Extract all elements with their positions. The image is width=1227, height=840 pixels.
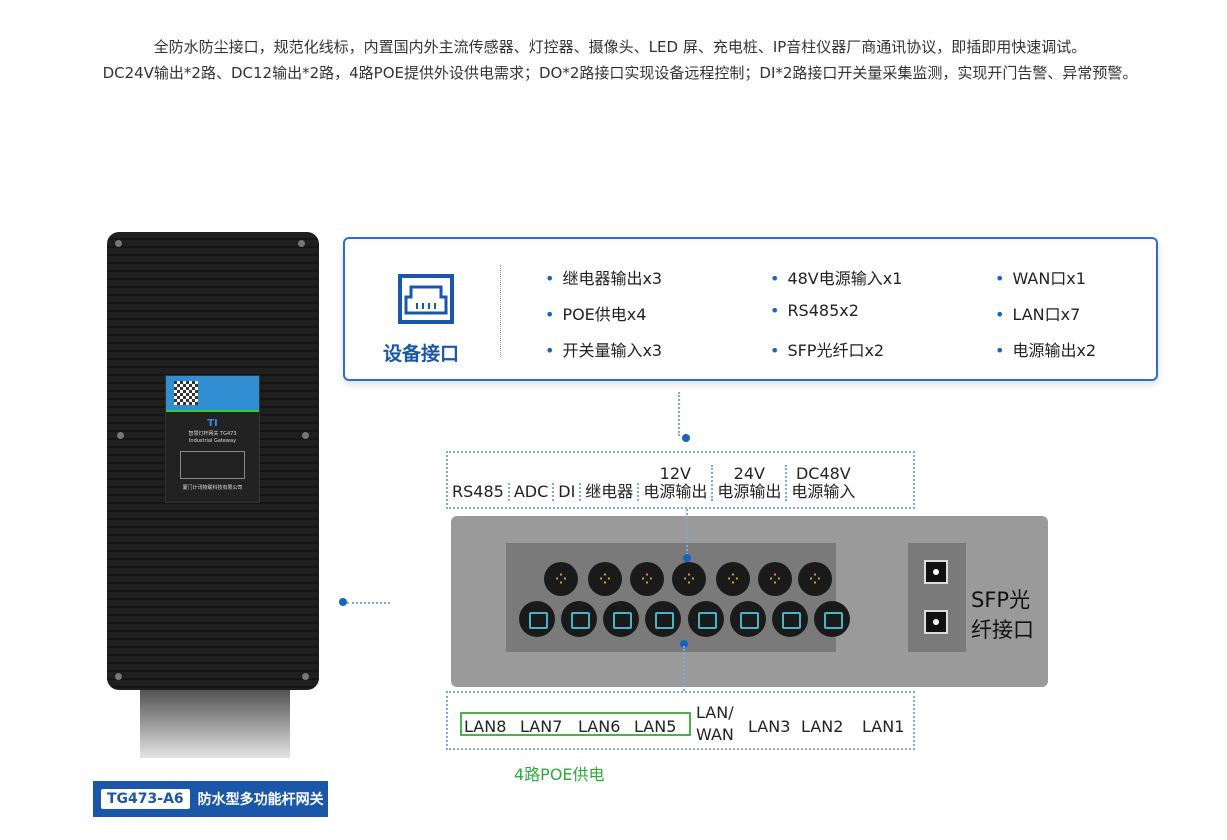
round-connector-icon — [758, 562, 792, 596]
screw-hole — [302, 432, 309, 439]
connector-dot — [682, 434, 690, 442]
qr-code-icon — [174, 381, 198, 405]
rj45-port-icon — [603, 601, 639, 637]
connector-dot — [683, 554, 691, 562]
connector-line — [683, 646, 685, 691]
poe-group-box — [460, 712, 691, 736]
device-label: TI 智慧灯杆网关 TG473 Industrial Gateway 厦门计讯物… — [165, 375, 260, 503]
screw-hole — [115, 673, 122, 680]
intro-text: 全防水防尘接口，规范化线标，内置国内外主流传感器、灯控器、摄像头、LED 屏、充… — [40, 34, 1200, 86]
port-label-lan2: LAN2 — [801, 717, 844, 736]
round-connector-icon — [798, 562, 832, 596]
rj45-port-icon — [814, 601, 850, 637]
interface-summary-card: 设备接口 继电器输出x3 48V电源输入x1 WAN口x1 POE供电x4 RS… — [343, 237, 1158, 381]
bottom-port-labels: LAN8 LAN7 LAN6 LAN5 LAN/ WAN LAN3 LAN2 L… — [446, 691, 915, 750]
interface-item: SFP光纤口x2 — [770, 337, 995, 360]
connector-line — [678, 392, 680, 436]
interface-item: 开关量输入x3 — [545, 337, 770, 360]
interface-item: POE供电x4 — [545, 301, 770, 324]
interface-title: 设备接口 — [383, 343, 460, 365]
rj45-port-icon — [645, 601, 681, 637]
product-code: TG473-A6 — [101, 789, 190, 809]
connector-dot — [680, 640, 688, 648]
sfp-port-icon — [924, 560, 948, 584]
interface-item: 继电器输出x3 — [545, 265, 770, 288]
port-label-wan: WAN — [696, 725, 734, 744]
rj45-port-icon — [561, 601, 597, 637]
round-connector-icon — [588, 562, 622, 596]
intro-line-2: DC24V输出*2路、DC12输出*2路，4路POE提供外设供电需求；DO*2路… — [102, 64, 1138, 82]
rj45-port-icon — [688, 601, 724, 637]
product-name: 防水型多功能杆网关 — [197, 792, 324, 808]
sfp-port-icon — [924, 610, 948, 634]
connector-line — [347, 602, 390, 604]
intro-line-1: 全防水防尘接口，规范化线标，内置国内外主流传感器、灯控器、摄像头、LED 屏、充… — [153, 38, 1087, 56]
interface-item: 48V电源输入x1 — [770, 265, 995, 288]
divider — [500, 265, 501, 357]
interface-item: LAN口x7 — [995, 301, 1195, 324]
screw-hole — [298, 240, 305, 247]
screw-hole — [115, 240, 122, 247]
round-connector-icon — [716, 562, 750, 596]
port-label-relay: 继电器 — [581, 483, 640, 501]
round-connector-icon — [544, 562, 578, 596]
port-label-lan1: LAN1 — [862, 717, 905, 736]
label-title: 智慧灯杆网关 TG473 — [188, 431, 237, 437]
ethernet-port-icon — [398, 274, 454, 324]
label-subtitle: Industrial Gateway — [188, 438, 237, 444]
rj45-port-icon — [772, 601, 808, 637]
interface-item: RS485x2 — [770, 301, 995, 323]
rj45-port-icon — [519, 601, 555, 637]
sfp-block — [908, 543, 966, 652]
port-panel: SFP光纤接口 — [451, 516, 1048, 687]
port-label-lan7: LAN7 — [520, 717, 563, 736]
product-badge: TG473-A6 防水型多功能杆网关 — [93, 781, 328, 817]
screw-hole — [117, 432, 124, 439]
interface-item: 电源输出x2 — [995, 337, 1195, 360]
screw-hole — [302, 673, 309, 680]
brand-logo: TI — [207, 418, 218, 429]
sfp-label: SFP光纤接口 — [971, 588, 1034, 642]
round-connector-icon — [672, 562, 706, 596]
connector-dot — [339, 598, 347, 606]
port-block — [506, 543, 850, 652]
port-label-lan8: LAN8 — [464, 717, 507, 736]
port-label-rs485: RS485 — [448, 483, 510, 501]
round-connector-icon — [630, 562, 664, 596]
port-label-adc: ADC — [510, 483, 555, 501]
port-label-lan-wan: LAN/ — [696, 703, 734, 722]
label-company: 厦门计讯物联科技有限公司 — [182, 485, 243, 491]
port-label-lan3: LAN3 — [748, 717, 791, 736]
device-cables — [140, 688, 290, 758]
rj45-port-icon — [730, 601, 766, 637]
port-label-lan6: LAN6 — [578, 717, 621, 736]
poe-label: 4路POE供电 — [514, 765, 605, 784]
interface-item: WAN口x1 — [995, 265, 1195, 288]
port-label-lan5: LAN5 — [634, 717, 677, 736]
port-label-di: DI — [554, 483, 582, 501]
connector-line — [686, 509, 688, 559]
